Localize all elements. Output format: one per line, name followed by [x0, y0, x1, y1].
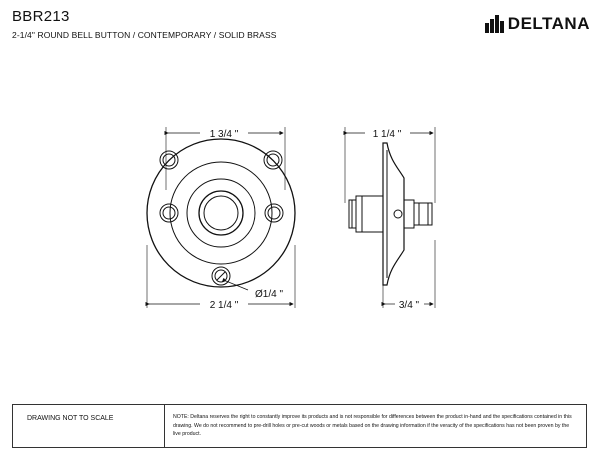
screw-hole-right: [264, 203, 284, 223]
front-width-bottom-label: 2 1/4 ": [210, 300, 239, 311]
side-screw-hole: [393, 209, 403, 219]
rear-stem: [355, 195, 384, 233]
technical-drawing: 1 3/4 " 2 1/4 " Ø1/4 " 1 1/4 " 3/4 ": [145, 127, 436, 311]
deltana-logo-icon: [484, 15, 504, 33]
screw-hole-left: [159, 203, 179, 223]
front-width-top-label: 1 3/4 ": [210, 129, 239, 140]
raised-boss: [186, 178, 256, 248]
front-button-collar: [403, 199, 415, 229]
title-block: DRAWING NOT TO SCALE NOTE: Deltana reser…: [12, 404, 587, 448]
product-description: 2-1/4" ROUND BELL BUTTON / CONTEMPORARY …: [12, 30, 277, 40]
disclaimer-note: NOTE: Deltana reserves the right to cons…: [173, 414, 572, 437]
front-view: [145, 127, 296, 308]
scale-note: DRAWING NOT TO SCALE: [13, 405, 165, 447]
side-depth-bottom-label: 3/4 ": [399, 300, 420, 311]
button-inner: [203, 195, 239, 231]
model-number: BBR213: [12, 8, 70, 25]
inner-ring: [169, 161, 273, 265]
front-button: [413, 202, 433, 226]
side-view: [343, 127, 436, 308]
side-width-top-label: 1 1/4 ": [373, 129, 402, 140]
screw-hole-bottom: [211, 266, 231, 286]
button-outer: [198, 190, 244, 236]
brand-name: DELTANA: [507, 14, 590, 33]
brand-logo: DELTANA: [484, 14, 590, 34]
screw-hole-top-right: [263, 150, 283, 170]
hole-diameter-label: Ø1/4 ": [255, 289, 283, 300]
flange-profile: [382, 142, 405, 286]
screw-hole-top-left: [159, 150, 179, 170]
outer-plate: [146, 138, 296, 288]
